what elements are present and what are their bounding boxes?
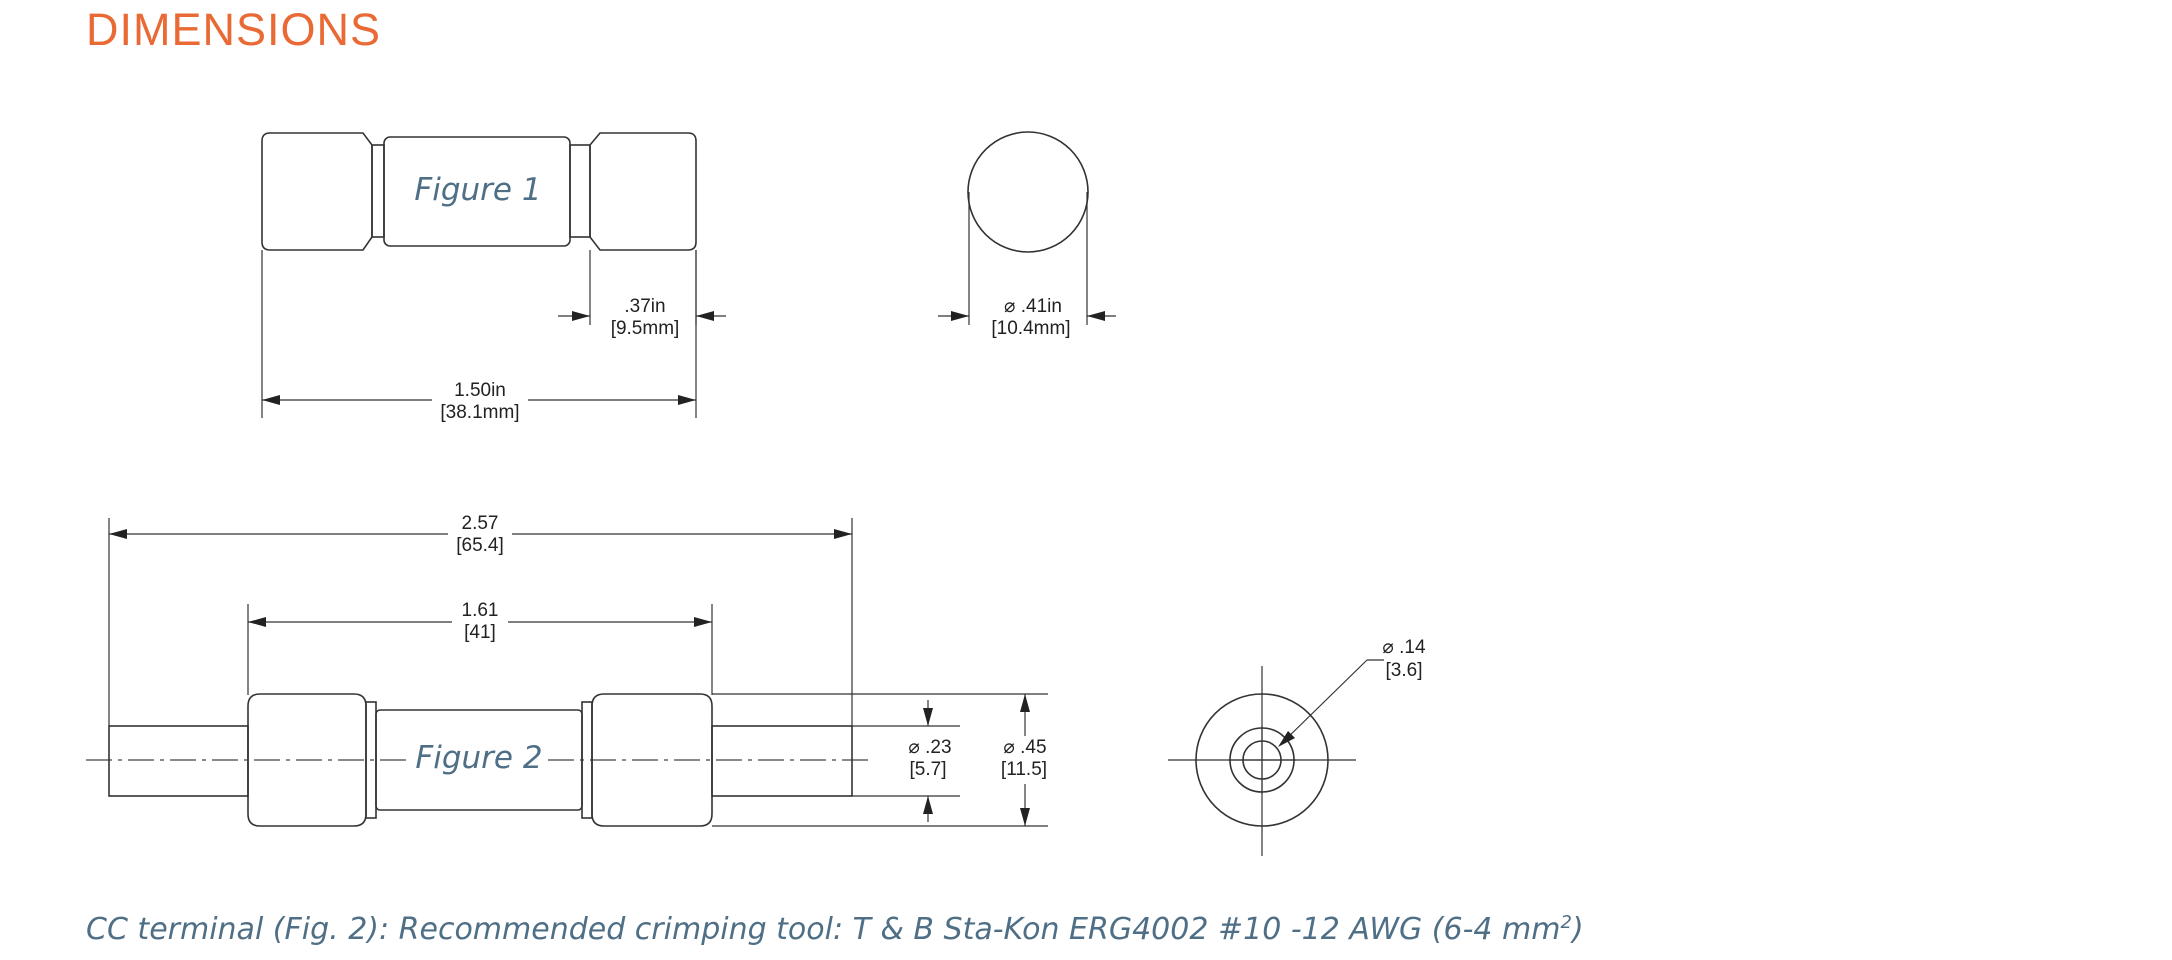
figure2-left-pin: [108, 725, 249, 797]
figure2-body-diameter-dimension: ⌀ .45 [11.5]: [712, 693, 1048, 827]
figure2-overall-dimension: 2.57 [65.4]: [108, 513, 853, 726]
figure1-diameter-mm: [10.4mm]: [991, 318, 1070, 339]
caption-suffix: ): [1571, 912, 1584, 947]
figure1-end-view: ⌀ .41in [10.4mm]: [938, 131, 1116, 339]
figure2-left-sleeve: [247, 693, 367, 827]
figure2-body-diameter-in: ⌀ .45: [1003, 737, 1046, 758]
figure1-right-cap: [589, 132, 697, 251]
figure1-end-circle: [967, 131, 1089, 253]
figure2-length-in: 2.57: [462, 513, 499, 534]
figure1-cap-width-in: .37in: [624, 296, 665, 317]
figure2-terminal-diameter-dimension: ⌀ .23 [5.7]: [852, 700, 960, 822]
figure2-hole-leader: [1279, 659, 1368, 746]
figure1-left-cap: [261, 132, 373, 251]
figure1-end-cap-dimension: .37in [9.5mm]: [558, 250, 726, 339]
figure2-body-length-mm: [41]: [464, 622, 496, 643]
dim-arrow: [1278, 731, 1295, 747]
page-title: DIMENSIONS: [86, 4, 382, 55]
dim-arrow: [1087, 311, 1105, 321]
figure2-hole-diameter-in: ⌀ .14: [1382, 637, 1426, 658]
figure2-end-view: ⌀ .14 [3.6]: [1168, 637, 1426, 856]
figure2-side-view: Figure 2: [86, 693, 870, 827]
dim-arrow: [109, 529, 127, 539]
figure2-right-sleeve: [591, 693, 713, 827]
figure2-terminal-diameter-in: ⌀ .23: [908, 737, 951, 758]
dim-arrow: [923, 796, 933, 814]
figure2-outer-circle: [1195, 693, 1329, 827]
figure2-label: Figure 2: [415, 740, 542, 776]
dim-arrow: [248, 617, 266, 627]
dim-arrow: [696, 311, 714, 321]
figure2-length-mm: [65.4]: [456, 535, 504, 556]
figure1-length-mm: [38.1mm]: [440, 402, 519, 423]
dim-arrow: [923, 708, 933, 726]
figure2-right-pin: [711, 725, 853, 797]
figure2-body-length-in: 1.61: [462, 600, 499, 621]
figure1-diameter-in: ⌀ .41in: [1004, 296, 1062, 317]
figure2-body-dimension: 1.61 [41]: [247, 600, 713, 695]
figure1-side-view: Figure 1: [261, 132, 697, 251]
dim-arrow: [262, 395, 280, 405]
figure2-label-background: [410, 738, 548, 780]
dim-arrow: [678, 395, 696, 405]
caption-superscript: 2: [1560, 912, 1572, 933]
figure1-length-dimension: 1.50in [38.1mm]: [261, 250, 697, 423]
figure1-length-in: 1.50in: [454, 380, 506, 401]
dim-arrow: [834, 529, 852, 539]
figure2-body-diameter-mm: [11.5]: [1001, 759, 1047, 780]
figure1-right-groove: [569, 144, 591, 238]
dim-arrow: [694, 617, 712, 627]
dim-arrow: [1020, 694, 1030, 712]
dim-arrow: [572, 311, 590, 321]
dim-arrow: [1020, 808, 1030, 826]
figure2-terminal-diameter-mm: [5.7]: [910, 759, 947, 780]
dim-arrow: [951, 311, 969, 321]
figure2-hole-diameter-mm: [3.6]: [1386, 660, 1423, 681]
figure1-cap-width-mm: [9.5mm]: [611, 318, 680, 339]
crimping-tool-caption: CC terminal (Fig. 2): Recommended crimpi…: [86, 912, 1584, 947]
figure1-left-groove: [371, 144, 385, 238]
caption-text: CC terminal (Fig. 2): Recommended crimpi…: [86, 912, 1561, 947]
figure1-label: Figure 1: [414, 172, 541, 208]
